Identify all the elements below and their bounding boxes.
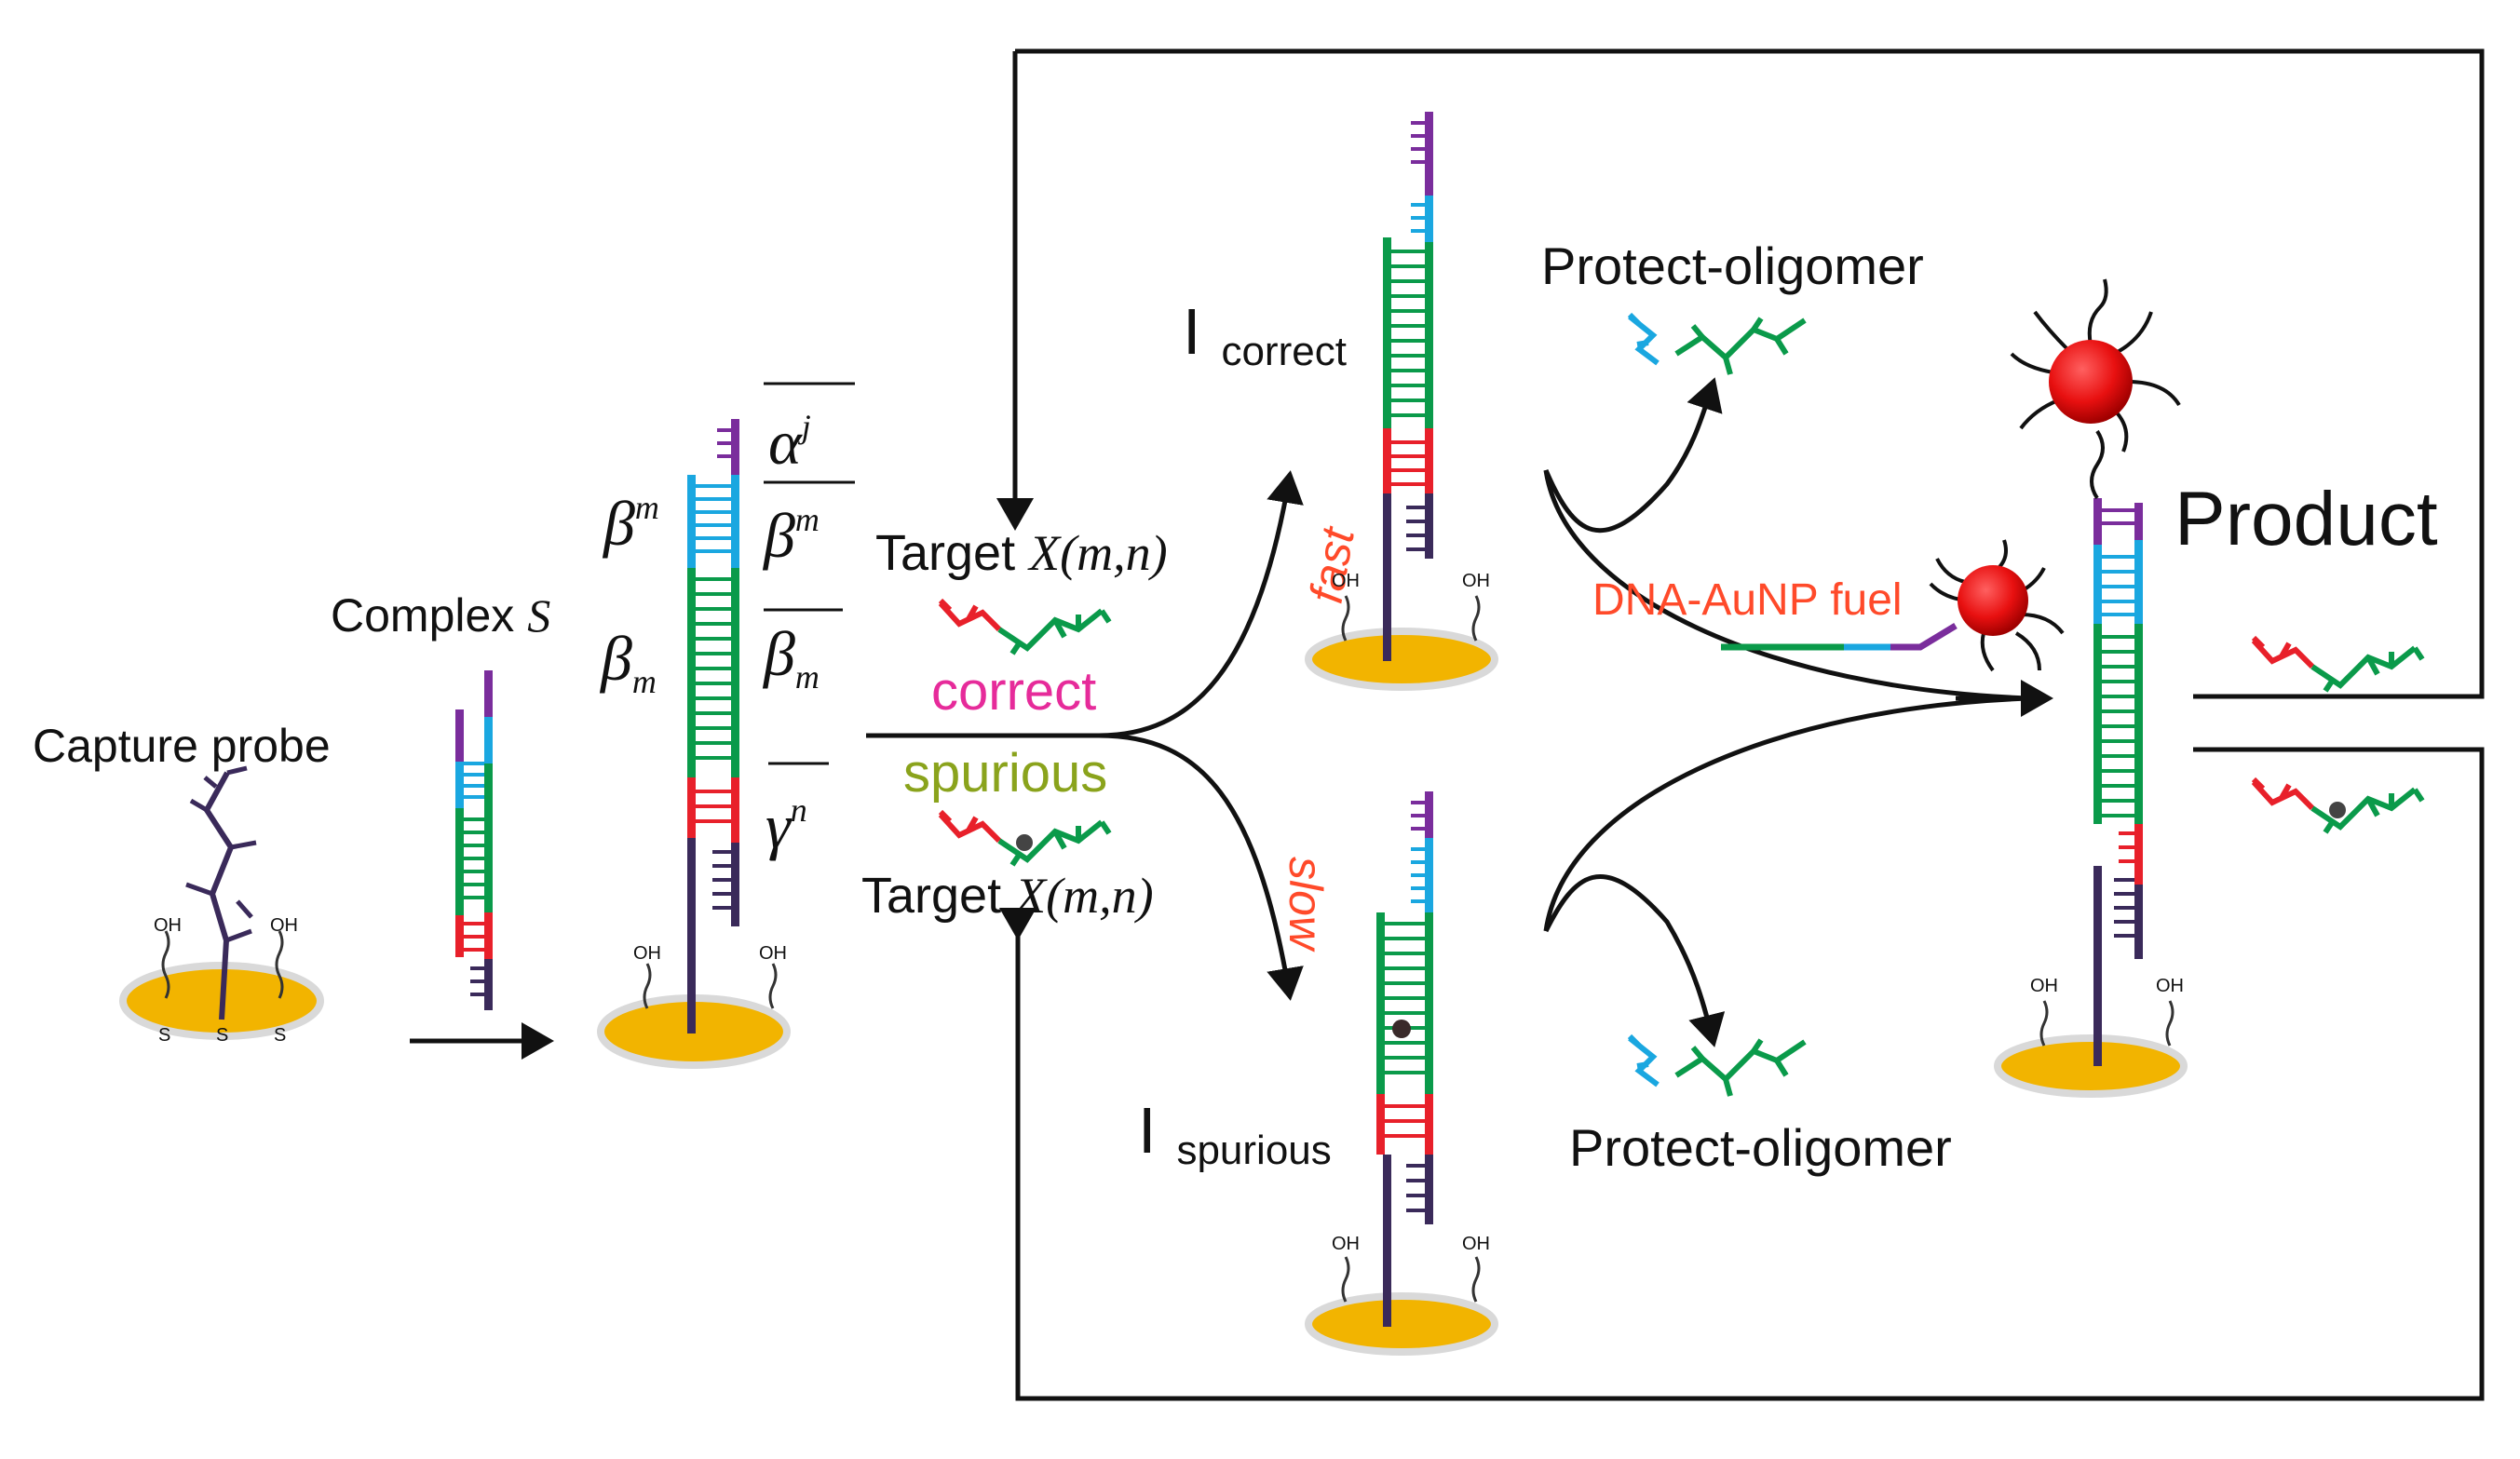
protect-oligomer-bottom-strand	[1627, 1033, 1807, 1097]
spurious-label: spurious	[903, 743, 1107, 804]
beta-m-bar-sup-label: βm	[762, 500, 820, 571]
oh-label: OH	[2156, 976, 2184, 996]
beta-m-subscript-label: βm	[599, 623, 657, 700]
s-label: S	[216, 1025, 228, 1046]
released-target-spurious	[2251, 777, 2425, 834]
oh-label: OH	[1332, 571, 1360, 591]
domain-labels: βm βm αj βm βm γn	[599, 382, 855, 861]
oh-label: OH	[759, 943, 787, 964]
oh-label: OH	[2030, 976, 2058, 996]
target-strand-spurious	[938, 809, 1112, 867]
protect-oligomer-top-strand	[1627, 312, 1807, 375]
dna-aunp-fuel-label: DNA-AuNP fuel	[1592, 575, 1903, 625]
target-x-top-label: Target X(m,n)	[875, 525, 1168, 581]
complex-s-label: Complex S	[331, 589, 550, 642]
oh-label: OH	[154, 915, 182, 936]
protect-oligomer-bottom-label: Protect-oligomer	[1569, 1118, 1952, 1177]
intermediate-correct	[1305, 112, 1498, 691]
beta-m-superscript-label: βm	[602, 488, 659, 559]
capture-probe	[119, 765, 324, 1040]
branch-arrows	[866, 470, 1304, 1001]
converge-arrows	[1543, 377, 2053, 1047]
bound-complex-s	[597, 419, 791, 1069]
oh-label: OH	[1332, 1234, 1360, 1254]
oh-label: OH	[1462, 571, 1490, 591]
s-label: S	[274, 1025, 286, 1046]
gamma-n-bar-label: γn	[765, 790, 807, 861]
target-strand-correct	[938, 598, 1112, 655]
complex-s-duplex	[455, 670, 493, 1010]
correct-label: correct	[931, 661, 1096, 722]
target-x-bottom-label: Target X(m,n)	[861, 868, 1154, 924]
oh-label: OH	[270, 915, 298, 936]
product-label: Product	[2175, 477, 2438, 561]
s-label: S	[158, 1025, 170, 1046]
intermediate-spurious	[1305, 791, 1498, 1356]
capture-probe-label: Capture probe	[33, 720, 331, 772]
beta-m-bar-sub-label: βm	[762, 618, 820, 696]
product-complex	[1994, 278, 2188, 1098]
fast-label: fast	[1300, 522, 1365, 607]
protect-oligomer-top-label: Protect-oligomer	[1541, 236, 1924, 295]
dna-aunp-fuel	[1721, 539, 2065, 672]
slow-label: slow	[1280, 857, 1332, 952]
oh-label: OH	[633, 943, 661, 964]
released-target-correct	[2251, 635, 2425, 693]
alpha-j-bar-label: αj	[768, 407, 811, 478]
oh-label: OH	[1462, 1234, 1490, 1254]
feedback-frame	[996, 48, 2485, 1401]
